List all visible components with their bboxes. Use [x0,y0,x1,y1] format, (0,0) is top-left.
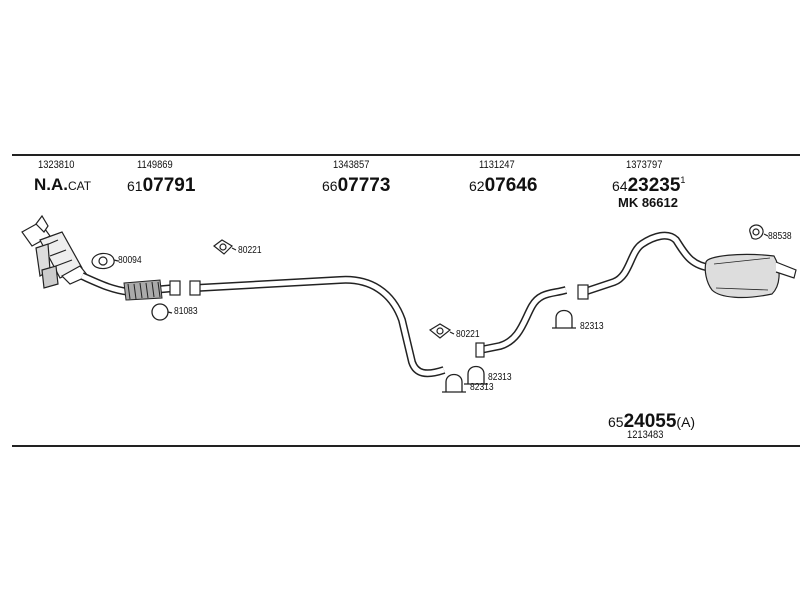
part-main: 07791 [142,175,196,196]
oem-number-intermediate-pipe: 1131247 [479,159,515,171]
oem-number-front-pipe: 1149869 [137,159,173,171]
oem-number-rear-silencer: 1373797 [626,159,663,171]
part-suffix: (A) [676,414,696,430]
part-main: 24055 [623,411,677,432]
mounting-kit-number: MK 86612 [618,195,678,210]
part-number-complete-system: 6524055(A) [608,412,695,431]
callout-81083: 81083 [174,306,198,317]
gasket-80221a-shape [213,239,237,255]
intermediate-pipe-07646 [475,286,568,358]
cat-label: N.A.CAT [34,176,91,193]
centre-pipe-07773 [189,275,446,378]
part-number-intermediate-pipe: 6207646 [469,176,537,195]
rear-silencer-23235 [577,231,797,300]
gasket-80221b-shape [428,323,455,339]
callout-80221-b: 80221 [456,329,480,340]
part-main: 07646 [484,175,538,196]
callout-82313-a: 82313 [488,372,512,383]
part-number-front-pipe: 6107791 [127,176,195,195]
cat-title: N.A. [34,175,68,194]
callout-82313-b: 82313 [470,382,494,393]
callout-80221-a: 80221 [238,245,262,256]
part-prefix: 64 [612,178,628,194]
oem-number-cat: 1323810 [38,159,75,171]
part-prefix: 62 [469,178,485,194]
hanger-88538-shape [749,224,769,240]
part-superscript: 1 [680,175,686,185]
oem-number-centre-pipe: 1343857 [333,159,370,171]
part-number-centre-pipe: 6607773 [322,176,390,195]
ring-81083-shape [151,303,173,321]
front-pipe-07791 [80,272,181,301]
part-prefix: 61 [127,178,143,194]
callout-82313-c: 82313 [580,321,604,332]
callout-80094: 80094 [118,255,142,266]
part-number-rear-silencer: 64232351 [612,175,686,196]
gasket-80094-shape [91,252,119,270]
callout-88538: 88538 [768,231,792,242]
part-prefix: 65 [608,414,624,430]
catalytic-converter [21,214,89,289]
clamp-82313-shapes [442,309,576,393]
part-main: 23235 [627,175,681,196]
oem-number-complete-system: 1213483 [627,429,664,441]
cat-suffix: CAT [68,179,92,193]
part-prefix: 66 [322,178,338,194]
part-main: 07773 [337,175,391,196]
